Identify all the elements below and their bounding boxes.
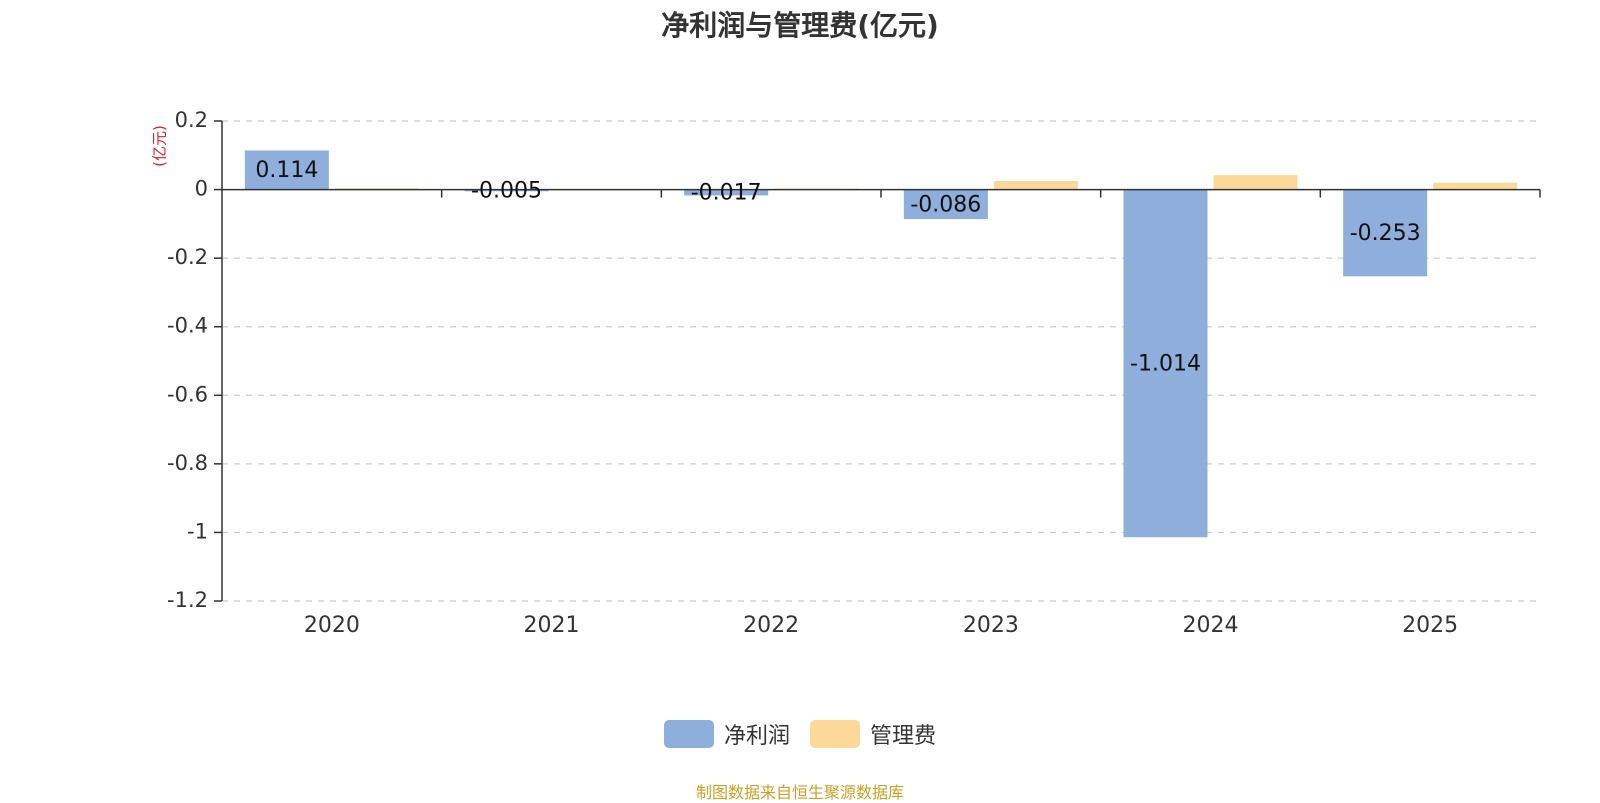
y-tick-label: 0	[195, 177, 208, 201]
data-label: 0.114	[255, 158, 318, 183]
y-tick-label: -0.8	[167, 451, 208, 475]
bars	[244, 150, 1518, 538]
source-note: 制图数据来自恒生聚源数据库	[695, 783, 904, 802]
bar-admin-fee[interactable]	[1433, 182, 1518, 190]
x-tick-label: 2023	[963, 613, 1019, 638]
x-tick-label: 2022	[743, 613, 799, 638]
bar-net-profit[interactable]	[244, 150, 329, 190]
chart-plot: 0.2 0 -0.2 -0.4 -0.6 -0.8 -1 -1.2 2020 2021 2022 20…	[151, 108, 1541, 638]
data-label: -0.017	[691, 180, 762, 205]
bar-net-profit[interactable]	[903, 189, 988, 220]
legend-label: 净利润	[723, 724, 790, 749]
axes: 0.2 0 -0.2 -0.4 -0.6 -0.8 -1 -1.2 2020 2021 2022 20…	[167, 108, 1541, 638]
chart-title: 净利润与管理费(亿元)	[661, 9, 939, 42]
legend-item-net-profit[interactable]: 净利润	[663, 718, 790, 750]
data-label: -1.014	[1130, 351, 1201, 376]
y-tick-label: -0.6	[167, 382, 208, 406]
grid-lines	[222, 120, 1540, 602]
bar-net-profit[interactable]	[684, 189, 769, 196]
y-tick-label: -1	[187, 519, 208, 543]
bar-admin-fee[interactable]	[993, 181, 1078, 190]
legend-swatch-admin-fee	[810, 720, 860, 748]
x-tick-label: 2025	[1402, 613, 1458, 638]
y-tick-label: -0.4	[167, 314, 208, 338]
bar-net-profit[interactable]	[1343, 189, 1428, 277]
legend-swatch-net-profit	[663, 720, 714, 748]
bar-net-profit[interactable]	[464, 189, 549, 192]
y-tick-label: -0.2	[167, 245, 208, 269]
bar-admin-fee[interactable]	[1213, 175, 1298, 190]
bar-net-profit[interactable]	[1123, 189, 1208, 538]
x-tick-label: 2021	[524, 613, 580, 638]
y-tick-label: 0.2	[175, 108, 208, 132]
data-label: -0.005	[471, 178, 542, 203]
data-label: -0.086	[910, 192, 981, 217]
x-tick-label: 2024	[1183, 613, 1239, 638]
legend-label: 管理费	[870, 724, 937, 749]
legend-item-admin-fee[interactable]: 管理费	[810, 718, 936, 750]
data-labels: 0.114 -0.005 -0.017 -0.086 -1.014 -0.253	[255, 158, 1420, 376]
data-label: -0.253	[1350, 221, 1421, 246]
legend: 净利润 管理费	[0, 718, 1600, 750]
y-axis-label: (亿元)	[151, 125, 169, 167]
x-tick-label: 2020	[304, 613, 360, 638]
y-tick-label: -1.2	[167, 588, 208, 612]
